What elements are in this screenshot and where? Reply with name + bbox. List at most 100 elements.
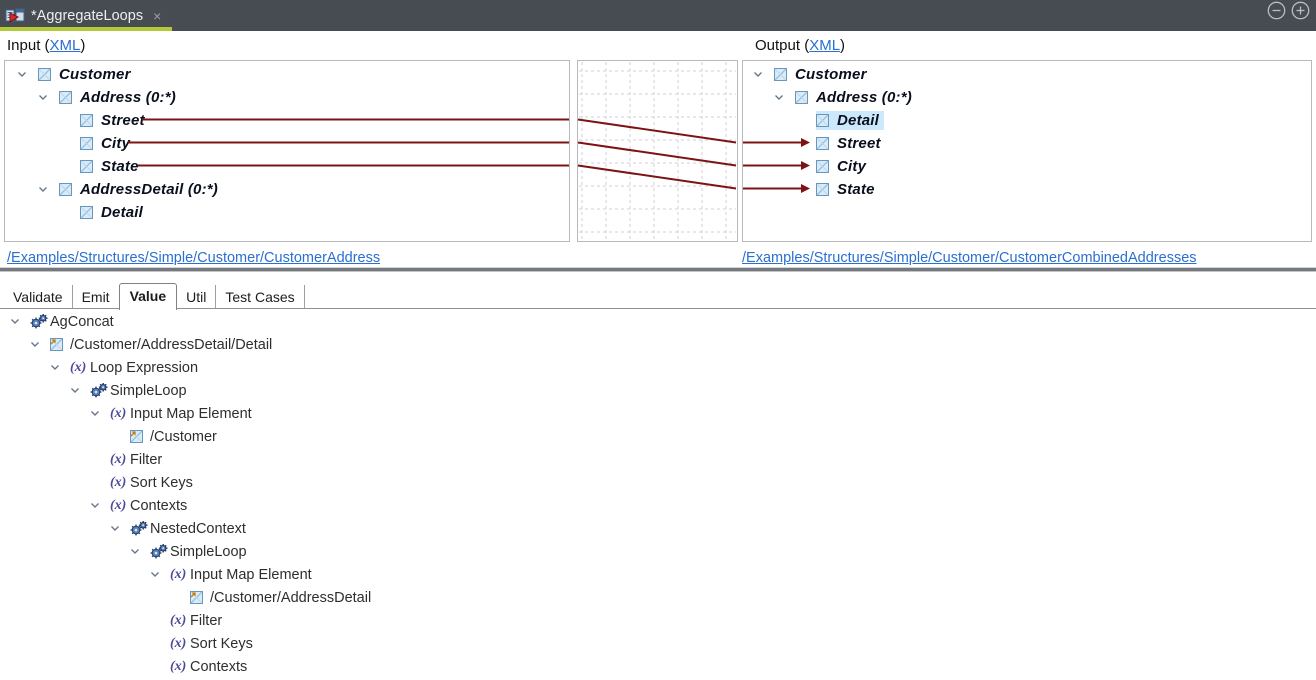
tree-row[interactable]: State [5, 155, 569, 178]
tree-item-label: Street [101, 112, 145, 129]
chevron-down-icon[interactable] [70, 387, 90, 394]
tree-row[interactable]: Detail [743, 109, 1311, 132]
tree-item-label: Loop Expression [90, 359, 199, 376]
tree-item-label: Customer [795, 66, 867, 83]
element-ref-icon [130, 430, 150, 443]
element-icon [816, 160, 837, 173]
tree-row[interactable]: Customer [743, 63, 1311, 86]
input-structure-link[interactable]: /Examples/Structures/Simple/Customer/Cus… [7, 250, 381, 266]
chevron-down-icon[interactable] [30, 341, 50, 348]
chevron-down-icon[interactable] [150, 571, 170, 578]
element-icon [795, 91, 816, 104]
input-header: Input (XML) [7, 37, 85, 54]
tab-value[interactable]: Value [118, 283, 178, 310]
chevron-down-icon[interactable] [753, 71, 774, 78]
tree-row[interactable]: NestedContext [0, 517, 1316, 540]
tab-validate[interactable]: Validate [4, 285, 73, 309]
chevron-down-icon[interactable] [38, 94, 59, 101]
chevron-down-icon[interactable] [50, 364, 70, 371]
tree-item-label: State [101, 158, 139, 175]
tree-row[interactable]: (x)Sort Keys [0, 632, 1316, 655]
tree-row[interactable]: City [743, 155, 1311, 178]
fx-icon: (x) [110, 406, 127, 421]
tree-item-label: State [837, 181, 875, 198]
chevron-down-icon[interactable] [38, 186, 59, 193]
tree-row[interactable]: Detail [5, 201, 569, 224]
close-icon[interactable]: × [153, 7, 162, 24]
minus-circle-button[interactable] [1267, 1, 1286, 20]
chevron-down-icon[interactable] [90, 502, 110, 509]
mapping-canvas-panel [577, 60, 738, 242]
element-icon [816, 114, 837, 127]
tree-row[interactable]: Street [5, 109, 569, 132]
input-header-text: Input ( [7, 37, 50, 54]
tree-item-label: Filter [130, 451, 163, 468]
tree-row[interactable]: State [743, 178, 1311, 201]
tree-item-label: Input Map Element [190, 566, 312, 583]
tree-item-label: Detail [101, 204, 144, 221]
chevron-down-icon[interactable] [110, 525, 130, 532]
chevron-down-icon[interactable] [90, 410, 110, 417]
tree-row[interactable]: (x)Contexts [0, 494, 1316, 517]
value-tree: AgConcat/Customer/AddressDetail/Detail (x… [0, 310, 1316, 678]
tree-row[interactable]: AddressDetail (0:*) [5, 178, 569, 201]
tab-util[interactable]: Util [177, 285, 217, 309]
element-icon [59, 183, 80, 196]
element-icon [816, 183, 837, 196]
output-structure-link[interactable]: /Examples/Structures/Simple/Customer/Cus… [742, 250, 1197, 266]
gears-icon [150, 544, 170, 559]
tree-item-label: /Customer/AddressDetail/Detail [70, 336, 273, 353]
tree-row[interactable]: (x)Contexts [0, 655, 1316, 678]
chevron-down-icon[interactable] [10, 318, 30, 325]
tree-row[interactable]: SimpleLoop [0, 379, 1316, 402]
chevron-down-icon[interactable] [774, 94, 795, 101]
chevron-down-icon[interactable] [130, 548, 150, 555]
tab-emit[interactable]: Emit [73, 285, 120, 309]
tree-item-label: Input Map Element [130, 405, 252, 422]
document-tab[interactable]: *AggregateLoops × [0, 0, 172, 31]
tree-item-label: SimpleLoop [170, 543, 247, 560]
element-icon [80, 137, 101, 150]
plus-circle-button[interactable] [1291, 1, 1310, 20]
fx-icon: (x) [70, 360, 87, 375]
output-header-text-close: ) [840, 37, 846, 54]
element-icon [774, 68, 795, 81]
tree-item-label: Customer [59, 66, 131, 83]
tree-row[interactable]: AgConcat [0, 310, 1316, 333]
tree-row[interactable]: (x)Filter [0, 448, 1316, 471]
tree-row[interactable]: /Customer/AddressDetail [0, 586, 1316, 609]
output-xml-link[interactable]: XML [809, 37, 841, 54]
tree-row[interactable]: (x)Input Map Element [0, 402, 1316, 425]
tree-row[interactable]: City [5, 132, 569, 155]
fx-icon: (x) [170, 636, 187, 651]
tree-row[interactable]: Address (0:*) [5, 86, 569, 109]
input-xml-link[interactable]: XML [49, 37, 81, 54]
element-icon [38, 68, 59, 81]
fx-icon: (x) [170, 659, 187, 674]
mapper-document-icon [5, 8, 25, 24]
tree-item-label: Filter [190, 612, 223, 629]
tree-row[interactable]: (x)Sort Keys [0, 471, 1316, 494]
tree-row[interactable]: (x)Input Map Element [0, 563, 1316, 586]
tab-test-cases[interactable]: Test Cases [216, 285, 305, 309]
tree-row[interactable]: (x)Loop Expression [0, 356, 1316, 379]
fx-icon: (x) [170, 567, 187, 582]
tree-row[interactable]: Address (0:*) [743, 86, 1311, 109]
element-icon [80, 206, 101, 219]
chevron-down-icon[interactable] [17, 71, 38, 78]
tree-row[interactable]: /Customer [0, 425, 1316, 448]
splitter[interactable] [0, 267, 1316, 272]
tree-item-label: Contexts [130, 497, 188, 514]
editor-tab-bar: *AggregateLoops × [0, 0, 1316, 31]
tree-row[interactable]: SimpleLoop [0, 540, 1316, 563]
tree-row[interactable]: (x)Filter [0, 609, 1316, 632]
tree-item-label: Detail [837, 112, 880, 129]
tree-row[interactable]: /Customer/AddressDetail/Detail [0, 333, 1316, 356]
tree-row[interactable]: Customer [5, 63, 569, 86]
tree-item-label: /Customer/AddressDetail [210, 589, 372, 606]
tree-row[interactable]: Street [743, 132, 1311, 155]
